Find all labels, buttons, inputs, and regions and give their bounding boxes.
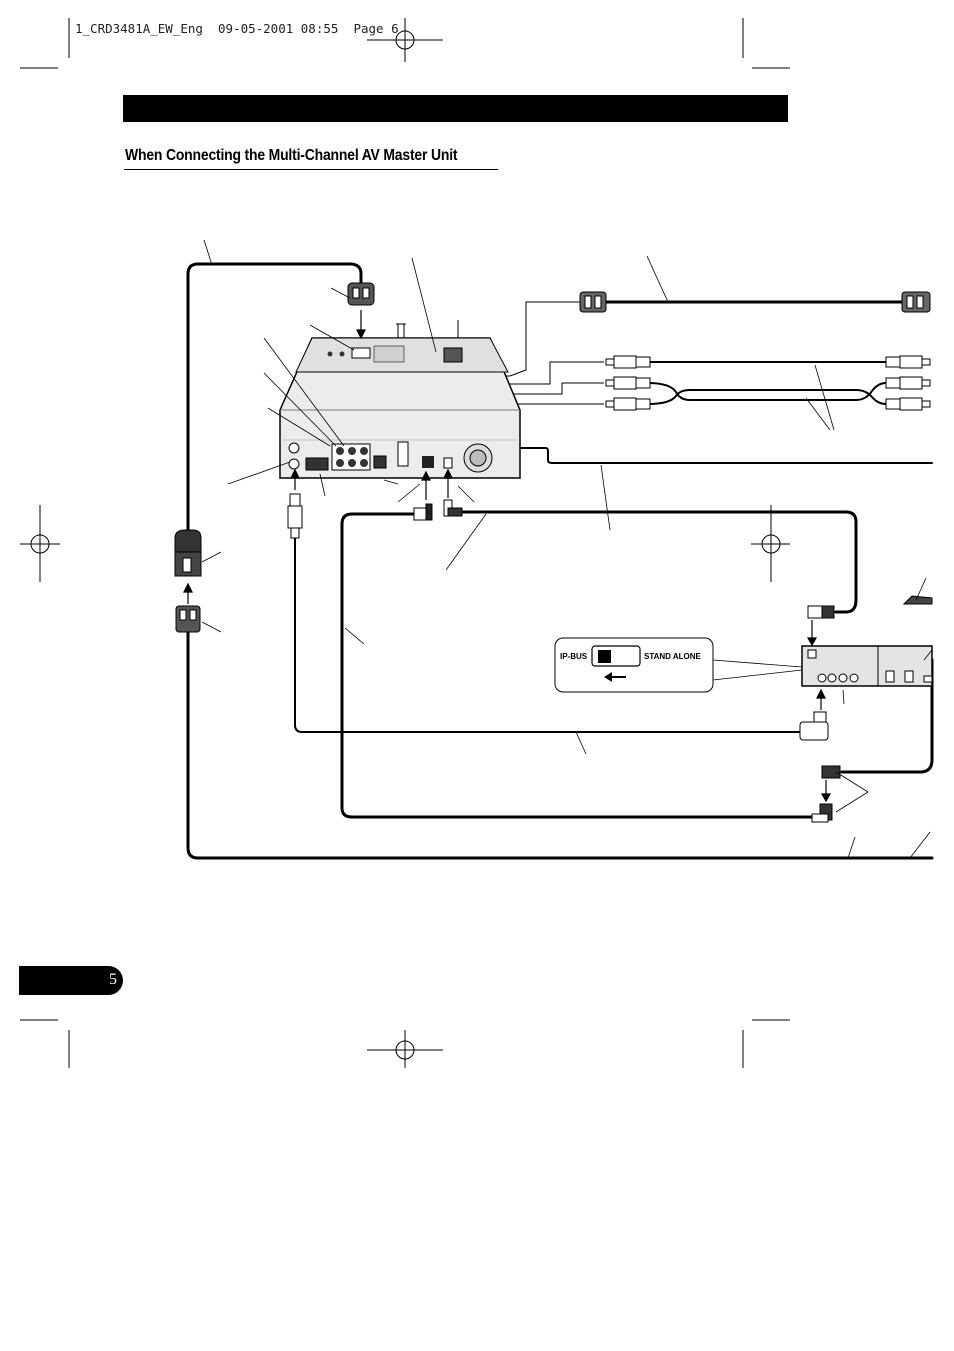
av-master-unit: [279, 320, 521, 479]
ip-bus-cable: [516, 447, 933, 464]
callout-lines: [201, 239, 933, 859]
page-tab: [19, 966, 123, 995]
switch-label-ip-bus: IP-BUS: [560, 652, 588, 661]
cables: [186, 262, 934, 860]
crop-marks: [20, 18, 790, 1068]
optical-cable-loop: [340, 512, 814, 819]
registration-mark-right: [751, 505, 790, 582]
switch-label-stand-alone: STAND ALONE: [644, 652, 702, 661]
switch-callout: IP-BUS STAND ALONE: [554, 637, 803, 693]
page-number: 5: [109, 971, 117, 988]
rca-cable: [294, 537, 803, 733]
left-arrow-icon: [604, 672, 626, 682]
registration-mark-top: [367, 18, 443, 62]
registration-mark-left: [20, 505, 60, 582]
header-bar: [123, 95, 788, 122]
outer-loop-cable-bottom: [186, 626, 934, 860]
section-title-rule: [124, 169, 498, 170]
right-unit: [801, 645, 933, 687]
switch-knob: [598, 650, 611, 663]
right-cable: [840, 658, 934, 774]
registration-mark-bottom: [367, 1030, 443, 1068]
outer-loop-cable: [186, 262, 363, 532]
section-title: When Connecting the Multi-Channel AV Mas…: [125, 147, 458, 164]
connector-plugs: [174, 282, 933, 823]
print-slug: 1_CRD3481A_EW_Eng 09-05-2001 08:55 Page …: [75, 21, 399, 36]
optical-cable-right: [458, 510, 858, 614]
arrows: [183, 310, 832, 803]
